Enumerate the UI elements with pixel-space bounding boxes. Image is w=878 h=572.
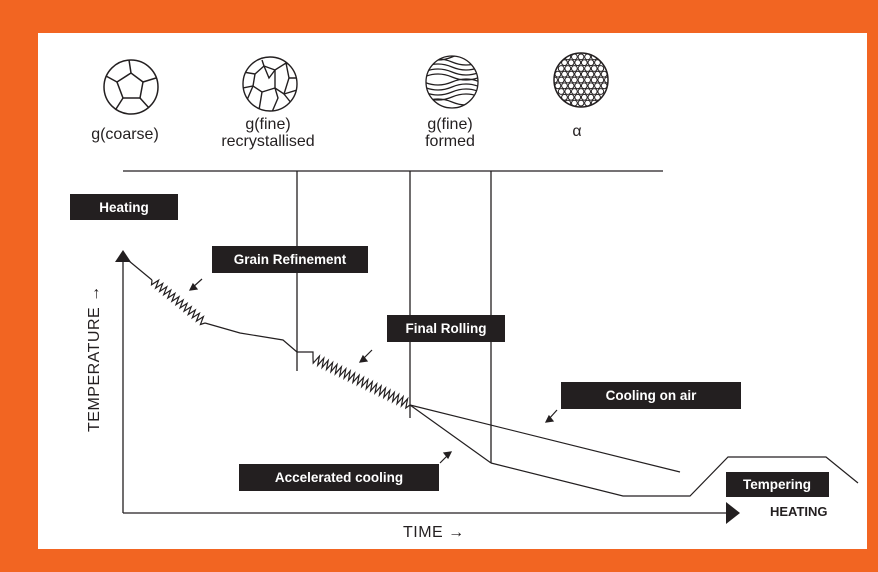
accelerated-cooling-box: Accelerated cooling	[239, 464, 439, 491]
rolling-spring-2	[312, 354, 411, 410]
alpha-cell	[597, 76, 605, 84]
alpha-cell	[604, 76, 608, 84]
alpha-cell	[587, 82, 595, 90]
cooling-on-air-line	[409, 404, 681, 473]
alpha-cell	[577, 99, 585, 107]
alpha-cell	[584, 99, 591, 107]
alpha-cell	[554, 70, 562, 78]
alpha-cell	[574, 70, 582, 78]
alpha-cell	[597, 65, 605, 72]
alpha-cell	[574, 82, 582, 90]
grain-refinement-box: Grain Refinement	[212, 246, 368, 273]
grain-refinement-label: Grain Refinement	[234, 252, 347, 267]
alpha-cell	[557, 76, 565, 84]
x-axis-end-label: HEATING	[770, 504, 828, 519]
alpha-cell	[587, 70, 595, 78]
alpha-cell	[577, 88, 585, 95]
alpha-cell	[571, 65, 578, 72]
alpha-cell	[587, 59, 595, 67]
alpha-cell	[574, 93, 582, 101]
alpha-cell	[600, 70, 608, 78]
alpha-cell	[557, 88, 565, 95]
alpha-cell	[571, 88, 578, 95]
alpha-cell	[571, 76, 578, 84]
alpha-cell	[561, 82, 568, 90]
alpha-cell	[587, 93, 595, 101]
process-curve	[122, 255, 859, 497]
alpha-cell	[557, 65, 565, 72]
alpha-cell	[561, 93, 568, 101]
alpha-cell	[597, 88, 605, 95]
alpha-cell	[580, 59, 588, 67]
alpha-cell	[580, 70, 588, 78]
alpha-cell	[577, 65, 585, 72]
alpha-cell	[584, 76, 591, 84]
alpha-cell	[564, 88, 572, 95]
alpha-cell	[574, 59, 582, 67]
x-axis-arrowhead	[726, 502, 740, 524]
alpha-cell	[564, 65, 572, 72]
alpha-cell	[584, 88, 591, 95]
alpha-cell	[567, 70, 575, 78]
final-rolling-box: Final Rolling	[387, 315, 505, 342]
alpha-cell	[567, 93, 575, 101]
alpha-cell	[584, 53, 591, 61]
accelerated-cooling-tempering-line	[490, 456, 859, 497]
phase-label-formed-line1: g(fine)	[427, 116, 472, 133]
alpha-cell	[554, 82, 562, 90]
heating-label: Heating	[99, 200, 149, 215]
alpha-cell	[594, 70, 601, 78]
phase-label-fine-line2: recrystallised	[221, 133, 314, 150]
x-axis-label: TIME →	[403, 524, 465, 541]
alpha-cell	[584, 65, 591, 72]
alpha-cell	[554, 76, 558, 84]
pointer-arrows	[188, 278, 558, 464]
cooling-on-air-box: Cooling on air	[561, 382, 741, 409]
tempering-box: Tempering	[726, 472, 829, 497]
phase-label-formed-line2: formed	[425, 133, 475, 150]
fine-grain-icon	[242, 56, 298, 112]
alpha-phase-icon	[553, 52, 609, 108]
y-axis-label: TEMPERATURE →	[86, 285, 103, 432]
alpha-cell	[561, 59, 568, 67]
alpha-cell	[590, 65, 598, 72]
heating-box: Heating	[70, 194, 178, 220]
phase-label-alpha: α	[572, 123, 581, 140]
diagram-lines	[122, 170, 728, 514]
phase-label-coarse: g(coarse)	[91, 126, 159, 143]
final-rolling-label: Final Rolling	[406, 321, 487, 336]
coarse-grain-icon	[103, 59, 159, 115]
alpha-cell	[567, 59, 575, 67]
alpha-cell	[577, 76, 585, 84]
phase-label-fine-line1: g(fine)	[245, 116, 290, 133]
alpha-cell	[590, 88, 598, 95]
alpha-cell	[580, 93, 588, 101]
alpha-cell	[594, 59, 601, 67]
alpha-cell	[600, 82, 608, 90]
alpha-cell	[561, 70, 568, 78]
alpha-cell	[571, 99, 578, 107]
alpha-cell	[567, 82, 575, 90]
alpha-cell	[571, 53, 578, 61]
accelerated-cooling-line-1	[409, 404, 492, 464]
tempering-label: Tempering	[743, 477, 811, 492]
alpha-cell	[590, 76, 598, 84]
cooling-on-air-label: Cooling on air	[606, 388, 697, 403]
alpha-cell	[580, 82, 588, 90]
rolling-spring-1	[150, 278, 206, 326]
deformed-grain-icon	[425, 55, 479, 109]
alpha-cell	[594, 93, 601, 101]
alpha-cell	[594, 82, 601, 90]
accelerated-cooling-label: Accelerated cooling	[275, 470, 403, 485]
alpha-cell	[577, 53, 585, 61]
diagram-panel	[38, 33, 867, 549]
alpha-cell	[564, 76, 572, 84]
